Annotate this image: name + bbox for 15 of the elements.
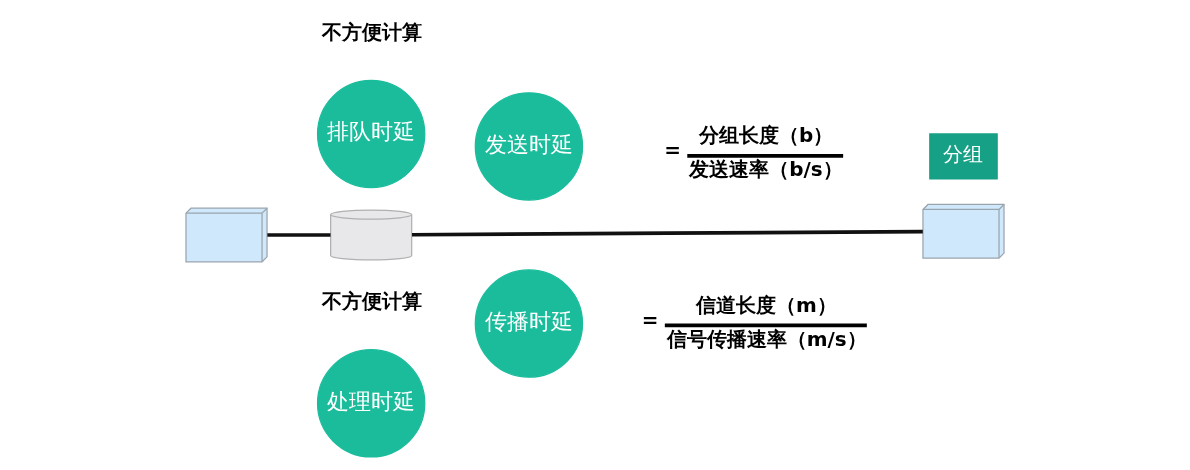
- label: 信道长度（m）: [696, 293, 837, 318]
- label: 不方便计算: [321, 19, 422, 44]
- node-circle: 处理时延: [316, 349, 426, 458]
- node-circle: 传播时延: [474, 269, 584, 378]
- label: 分组长度（b）: [699, 123, 834, 148]
- node-box: 分组: [929, 133, 998, 180]
- label: 信号传播速率（m/s）: [666, 326, 867, 351]
- node-circle: 发送时延: [474, 92, 584, 201]
- connector: [267, 233, 331, 237]
- label: 不方便计算: [321, 289, 422, 314]
- label: 发送速率（b/s）: [689, 157, 843, 182]
- node-circle: 排队时延: [316, 79, 426, 189]
- label: =: [641, 308, 659, 333]
- label: =: [664, 138, 681, 163]
- connector: [412, 229, 923, 237]
